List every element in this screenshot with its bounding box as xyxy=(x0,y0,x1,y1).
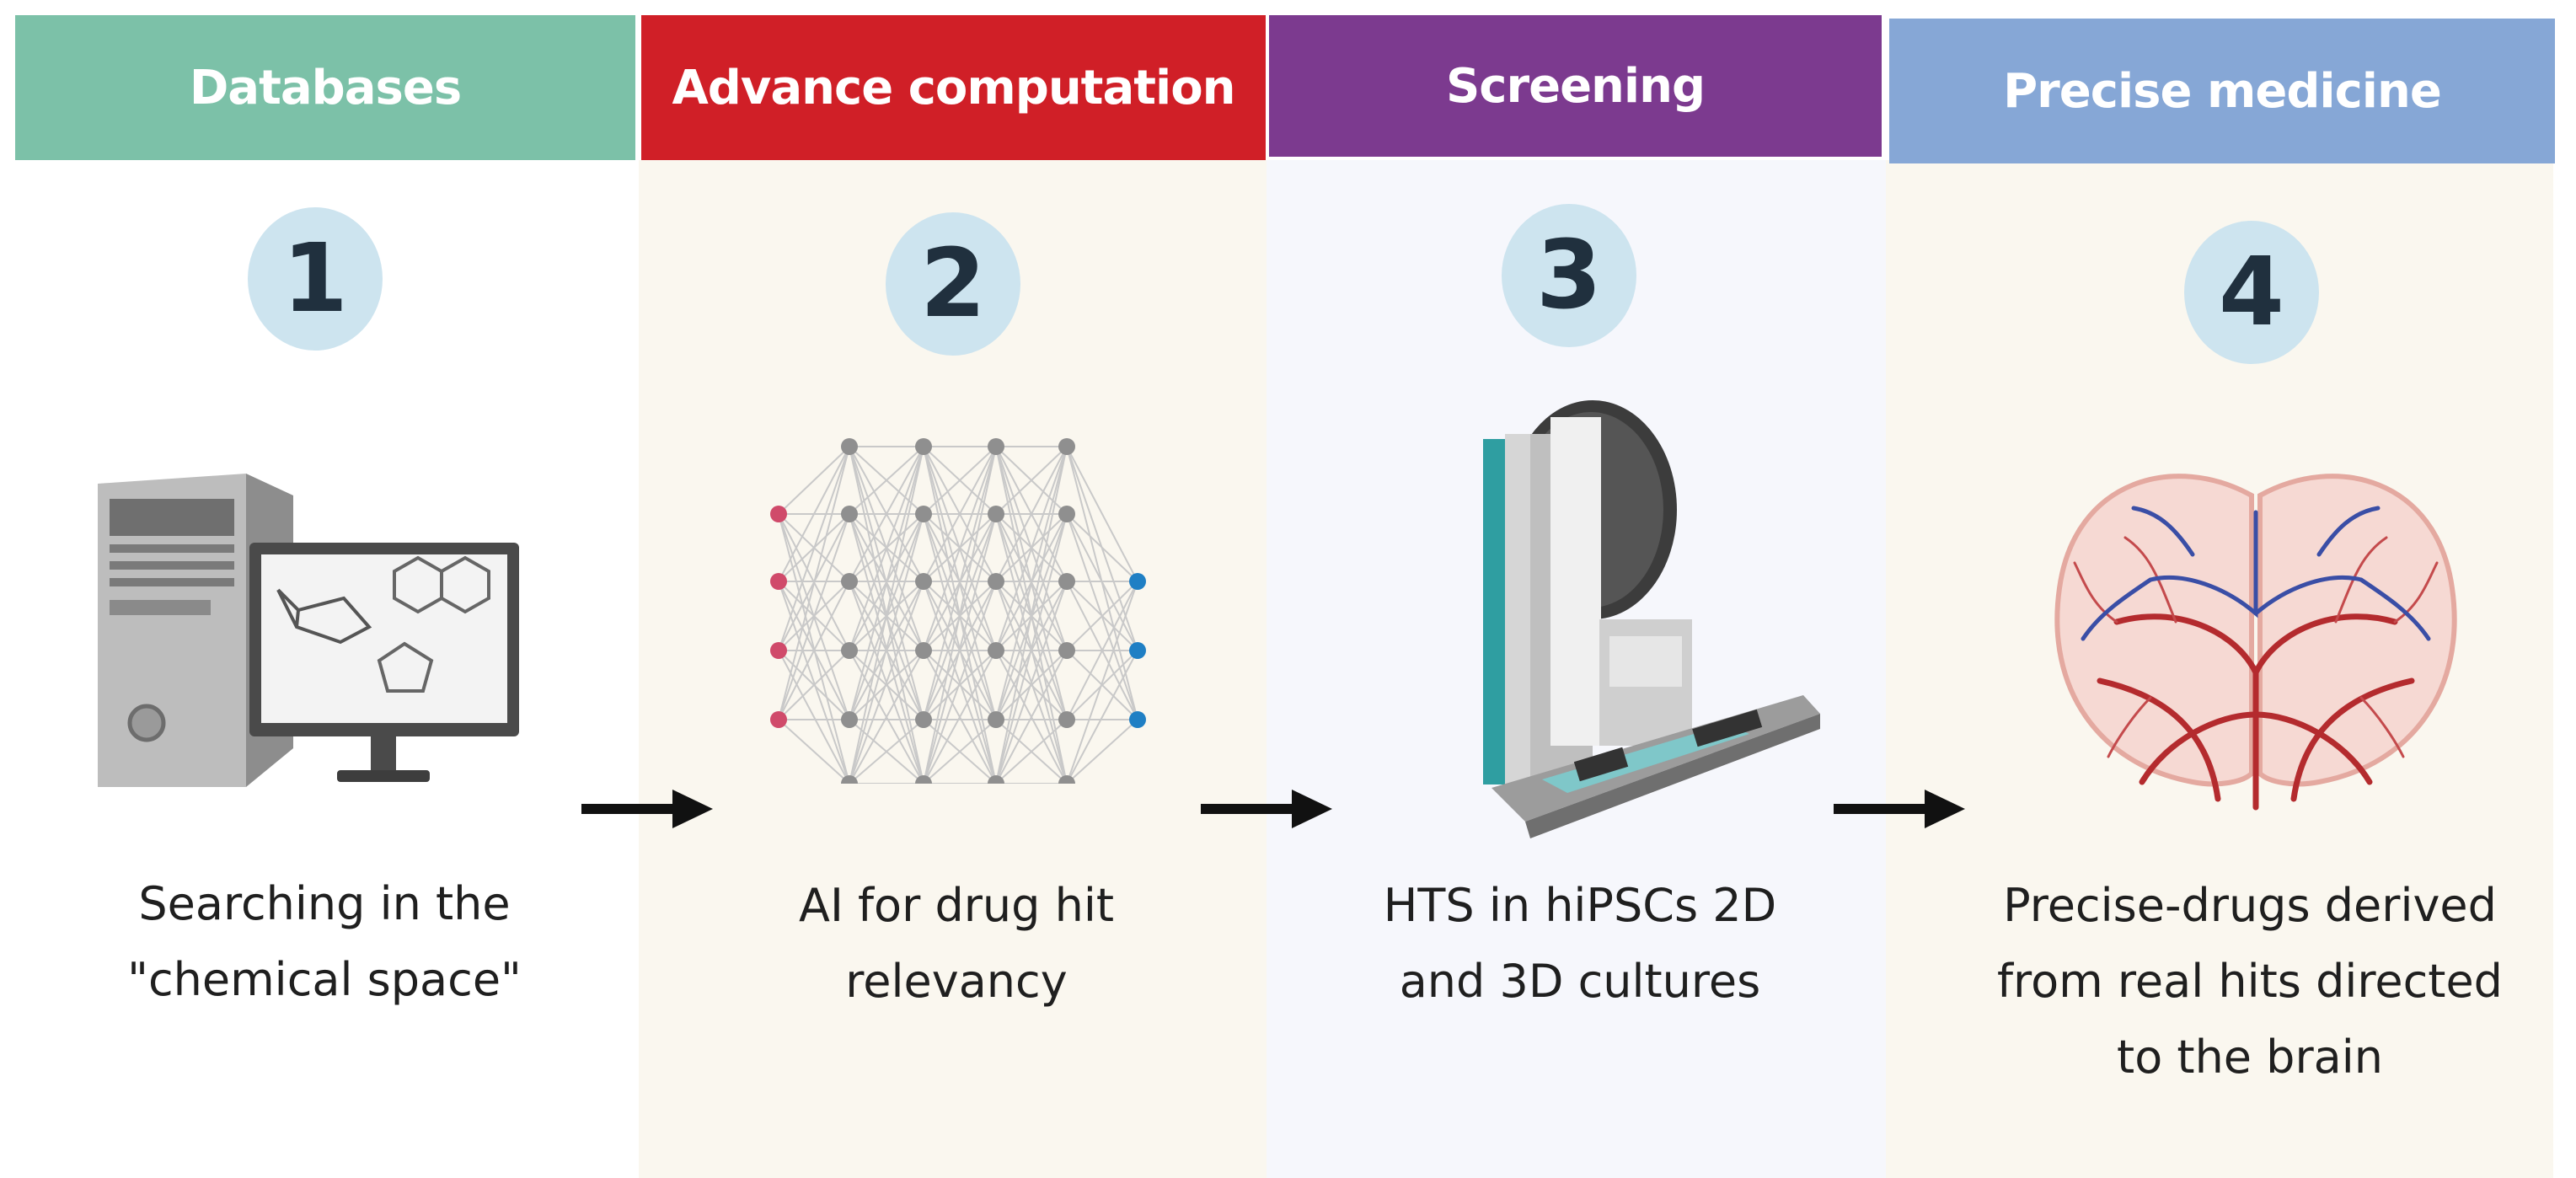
caption-line: from real hits directed xyxy=(1997,955,2503,1008)
header-advance-computation: Advance computation xyxy=(641,15,1266,160)
right-arrow-icon xyxy=(1834,790,1965,828)
network-node xyxy=(988,573,1004,590)
header-databases: Databases xyxy=(15,15,635,160)
header-precise-medicine: Precise medicine xyxy=(1889,19,2555,163)
network-node xyxy=(841,438,858,455)
right-arrow-icon xyxy=(1201,790,1332,828)
network-node xyxy=(988,506,1004,522)
network-node xyxy=(1058,775,1075,784)
network-node xyxy=(1129,711,1146,728)
caption-line: relevancy xyxy=(845,955,1068,1008)
network-node xyxy=(770,642,787,659)
caption-line: Precise-drugs derived xyxy=(2003,879,2497,932)
network-node xyxy=(1129,642,1146,659)
network-node xyxy=(915,642,932,659)
network-node xyxy=(841,506,858,522)
step-caption-2: AI for drug hit relevancy xyxy=(683,868,1230,1020)
step-number-badge-2: 2 xyxy=(886,212,1020,356)
caption-line: AI for drug hit xyxy=(799,879,1114,932)
caption-line: HTS in hiPSCs 2D xyxy=(1383,879,1777,932)
right-arrow-icon xyxy=(581,790,713,828)
step-number-badge-4: 4 xyxy=(2184,221,2319,364)
network-node xyxy=(1058,642,1075,659)
network-node xyxy=(915,775,932,784)
network-node xyxy=(841,642,858,659)
network-node xyxy=(1058,506,1075,522)
step-number-badge-3: 3 xyxy=(1502,204,1636,347)
network-node xyxy=(1058,438,1075,455)
network-node xyxy=(770,711,787,728)
caption-line: to the brain xyxy=(2117,1031,2383,1084)
network-node xyxy=(915,711,932,728)
network-node xyxy=(988,711,1004,728)
network-node xyxy=(841,573,858,590)
network-node xyxy=(1058,573,1075,590)
network-node xyxy=(770,506,787,522)
network-node xyxy=(988,438,1004,455)
step-caption-1: Searching in the "chemical space" xyxy=(51,866,598,1018)
caption-line: "chemical space" xyxy=(127,953,522,1006)
step-number-badge-1: 1 xyxy=(248,207,383,351)
step-caption-3: HTS in hiPSCs 2D and 3D cultures xyxy=(1302,868,1858,1020)
network-node xyxy=(915,573,932,590)
network-node xyxy=(1058,711,1075,728)
screening-robot-icon xyxy=(1483,400,1820,838)
step-caption-4: Precise-drugs derived from real hits dir… xyxy=(1938,868,2562,1095)
network-node xyxy=(1129,573,1146,590)
network-node xyxy=(915,506,932,522)
network-node xyxy=(988,642,1004,659)
network-node xyxy=(915,438,932,455)
neural-network-icon xyxy=(770,438,1146,784)
brain-vasculature-icon xyxy=(2054,474,2457,811)
network-node xyxy=(770,573,787,590)
network-node xyxy=(988,775,1004,784)
caption-line: and 3D cultures xyxy=(1399,955,1761,1008)
caption-line: Searching in the xyxy=(138,877,511,930)
network-node xyxy=(841,711,858,728)
network-node xyxy=(841,775,858,784)
computer-with-molecules-icon xyxy=(98,474,519,787)
header-screening: Screening xyxy=(1269,15,1882,157)
